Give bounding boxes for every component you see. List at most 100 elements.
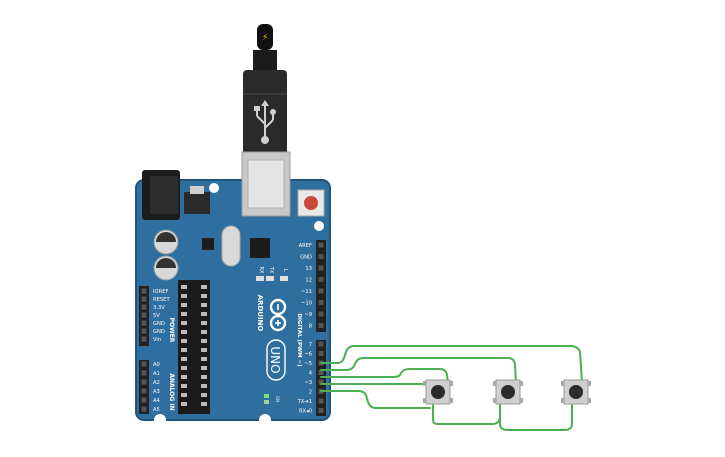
analog-header-pin[interactable] [141, 361, 147, 367]
chip-pin [181, 285, 187, 289]
on-led [264, 394, 269, 398]
power-header-pin[interactable] [141, 328, 147, 334]
digital-header-label: 7 [309, 342, 312, 348]
digital-header-label: 4 [309, 371, 313, 377]
digital-header-pin[interactable] [318, 408, 324, 413]
chip-pin [201, 402, 207, 406]
arduino-uno-board[interactable]: RX TX L ARDUINO UNO ON [135, 151, 331, 426]
atmega-chip [178, 280, 210, 414]
wire-pin1-button1[interactable] [320, 390, 431, 409]
chip-pin [201, 357, 207, 361]
digital-header-pin[interactable] [318, 288, 324, 294]
power-header-label: IOREF [153, 289, 168, 295]
power-header-pin[interactable] [141, 288, 147, 294]
digital-header-pin[interactable] [318, 379, 324, 385]
arduino-logo [269, 298, 287, 332]
analog-header-pin[interactable] [141, 388, 147, 394]
wires[interactable] [320, 345, 583, 431]
pushbutton-3[interactable] [561, 379, 591, 405]
model-text: UNO [268, 346, 282, 373]
chip-pin [201, 339, 207, 343]
on-led-label: ON [275, 396, 280, 402]
digital-header-pin[interactable] [318, 277, 324, 282]
l-led [280, 276, 288, 281]
power-header-pin[interactable] [141, 296, 147, 302]
usb-lightning-icon: ⚡ [262, 33, 268, 43]
digital-header-pin[interactable] [318, 323, 324, 328]
pushbutton-cap[interactable] [501, 385, 515, 399]
power-header-label: RESET [153, 297, 170, 303]
analog-header-label: A2 [153, 380, 160, 386]
power-header-pin[interactable] [141, 312, 147, 318]
chip-pin [181, 294, 187, 298]
chip-pin [181, 321, 187, 325]
chip-pin [201, 312, 207, 316]
power-header-pin[interactable] [141, 320, 147, 326]
digital-header-label: ~3 [304, 380, 312, 386]
chip-pin [181, 375, 187, 379]
chip-pin [181, 357, 187, 361]
analog-header-pin[interactable] [141, 379, 147, 385]
digital-header-label: ~11 [301, 289, 312, 295]
analog-header-label: A5 [153, 407, 160, 413]
pushbutton-2[interactable] [493, 379, 523, 405]
power-header-title: POWER [168, 318, 175, 343]
wire-button2-button3[interactable] [499, 403, 573, 431]
rx-led [256, 276, 264, 281]
chip-pin [181, 402, 187, 406]
digital-header-pin[interactable] [318, 351, 324, 356]
wire-pin4-button2[interactable] [320, 357, 517, 385]
chip-pin [201, 393, 207, 397]
voltage-regulator [184, 192, 210, 214]
wire-button1-button2[interactable] [432, 401, 501, 425]
digital-header-pin[interactable] [318, 370, 324, 375]
analog-header-pin[interactable] [141, 397, 147, 403]
chip-pin [201, 375, 207, 379]
digital-header-pin[interactable] [318, 398, 324, 404]
mount-hole [154, 414, 166, 426]
usb-symbol-icon [254, 100, 276, 144]
mount-hole [259, 414, 271, 426]
digital-header-pin[interactable] [318, 254, 324, 259]
rx-led-label: RX [258, 267, 264, 274]
digital-header-label: AREF [299, 243, 312, 249]
analog-header-label: A1 [153, 371, 160, 377]
power-header-label: GND [153, 321, 165, 327]
chip-pin [181, 303, 187, 307]
power-header-pin[interactable] [141, 336, 147, 342]
power-header-pin[interactable] [141, 304, 147, 310]
usb-cable-neck [253, 50, 277, 72]
small-ic [202, 238, 214, 250]
digital-header-pin[interactable] [318, 265, 324, 271]
chip-pin [201, 303, 207, 307]
power-header-label: Vin [153, 337, 161, 343]
digital-header-label: 2 [309, 390, 312, 396]
chip-pin [181, 384, 187, 388]
wire-pin5-button3[interactable] [320, 345, 583, 383]
chip-pin [181, 330, 187, 334]
pushbutton-cap[interactable] [431, 385, 445, 399]
pushbutton-cap[interactable] [569, 385, 583, 399]
usb-controller-ic [250, 238, 270, 258]
chip-pin [181, 348, 187, 352]
usb-cable[interactable]: ⚡ [243, 24, 287, 158]
reset-button-cap[interactable] [304, 196, 318, 210]
wire-pin3-button1[interactable] [320, 368, 449, 386]
l-led-label: L [282, 269, 288, 272]
digital-header-pin[interactable] [318, 341, 324, 347]
analog-header-title: ANALOG IN [168, 373, 175, 410]
mount-hole [209, 183, 219, 193]
analog-header-pin[interactable] [141, 370, 147, 376]
analog-header-label: A0 [153, 362, 160, 368]
digital-header-pin[interactable] [318, 242, 324, 248]
pushbutton-1[interactable] [423, 379, 453, 405]
digital-header-pin[interactable] [318, 300, 324, 305]
chip-pin [201, 285, 207, 289]
chip-pin [201, 348, 207, 352]
digital-header-pin[interactable] [318, 311, 324, 317]
analog-header-pin[interactable] [141, 406, 147, 412]
